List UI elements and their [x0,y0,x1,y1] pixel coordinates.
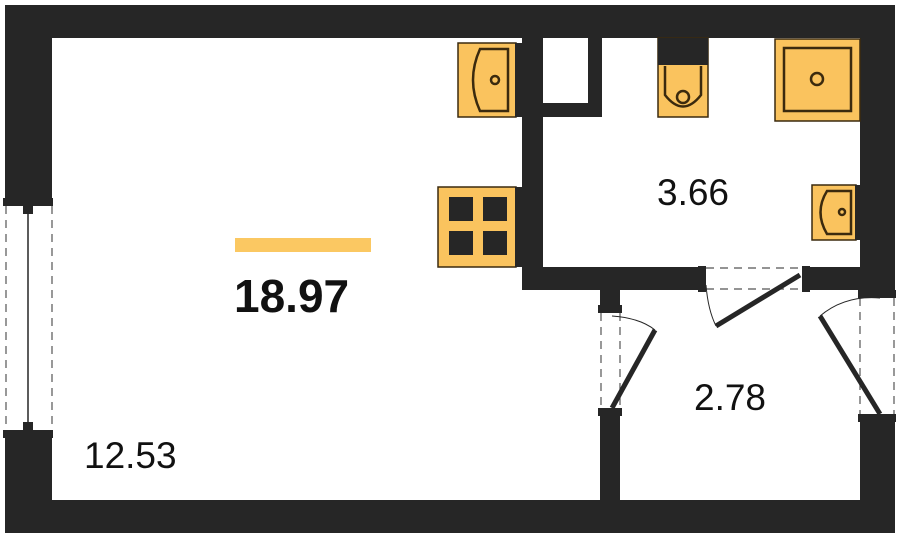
kitchen-sink-icon [457,42,522,118]
living-room-area-label: 12.53 [84,435,177,476]
hallway-area-label: 2.78 [694,377,766,418]
bathroom-sink-icon [811,184,860,241]
total-area-accent-bar [235,238,371,252]
walls [5,5,895,533]
stove-icon [437,186,522,268]
living-room-door[interactable] [598,305,658,416]
entrance-door[interactable] [817,290,896,422]
shower-icon [774,38,861,122]
bathroom-door[interactable] [698,266,810,329]
window-left [3,198,53,438]
bathroom-area-label: 3.66 [657,172,729,213]
toilet-icon [657,37,709,118]
total-area-label: 18.97 [234,270,349,322]
